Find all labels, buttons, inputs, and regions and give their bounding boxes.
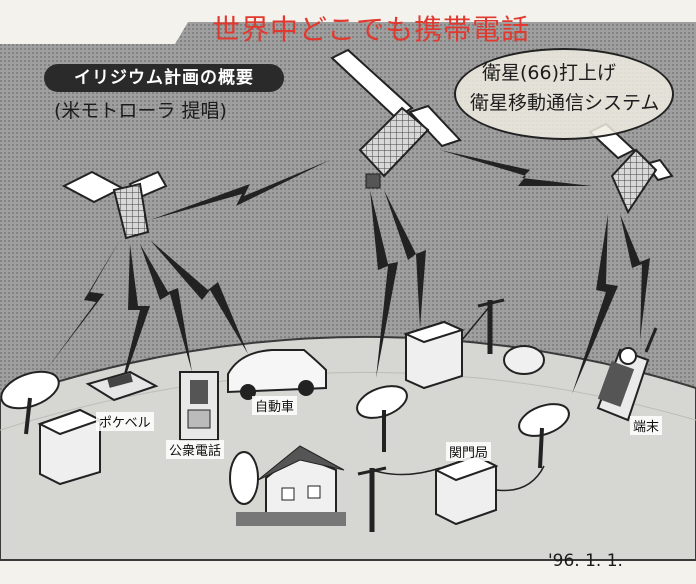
pager-device <box>85 370 159 402</box>
downlink-bolts <box>46 190 650 398</box>
label-terminal: 端末 <box>630 416 663 435</box>
car <box>227 349 327 400</box>
label-car: 自動車 <box>252 396 298 415</box>
mobile-terminal <box>596 327 658 422</box>
handwritten-note-line2: 衛星移動通信システム <box>470 92 660 114</box>
diagram-title: イリジウム計画の概要 <box>44 64 284 92</box>
label-gateway: 関門局 <box>446 442 492 461</box>
handwritten-sponsor-note: (米モトローラ 提唱) <box>54 96 227 123</box>
inter-satellite-links <box>150 150 592 220</box>
switching-equipment <box>403 298 545 390</box>
ground-station-right <box>518 403 570 469</box>
label-payphone: 公衆電話 <box>166 440 225 459</box>
house <box>229 445 346 526</box>
handwritten-date: '96. 1. 1. <box>548 551 623 571</box>
utility-pole <box>357 466 441 532</box>
satellite-left <box>61 170 168 240</box>
handwritten-red-heading: 世界中どこでも携帯電話 <box>212 13 531 46</box>
ground-station-center <box>356 385 408 452</box>
payphone-device <box>179 371 219 441</box>
sponsor-note-suffix: 提唱) <box>181 100 227 122</box>
label-pager: ポケベル <box>96 412 154 431</box>
ground-station-left <box>0 370 103 486</box>
handwritten-note-line1: 衛星(66)打上げ <box>482 62 617 84</box>
earth-surface <box>0 335 696 561</box>
sponsor-note-text: (米モトローラ <box>54 100 182 122</box>
handwritten-note-ellipse <box>454 48 674 140</box>
satellite-center <box>330 48 462 189</box>
